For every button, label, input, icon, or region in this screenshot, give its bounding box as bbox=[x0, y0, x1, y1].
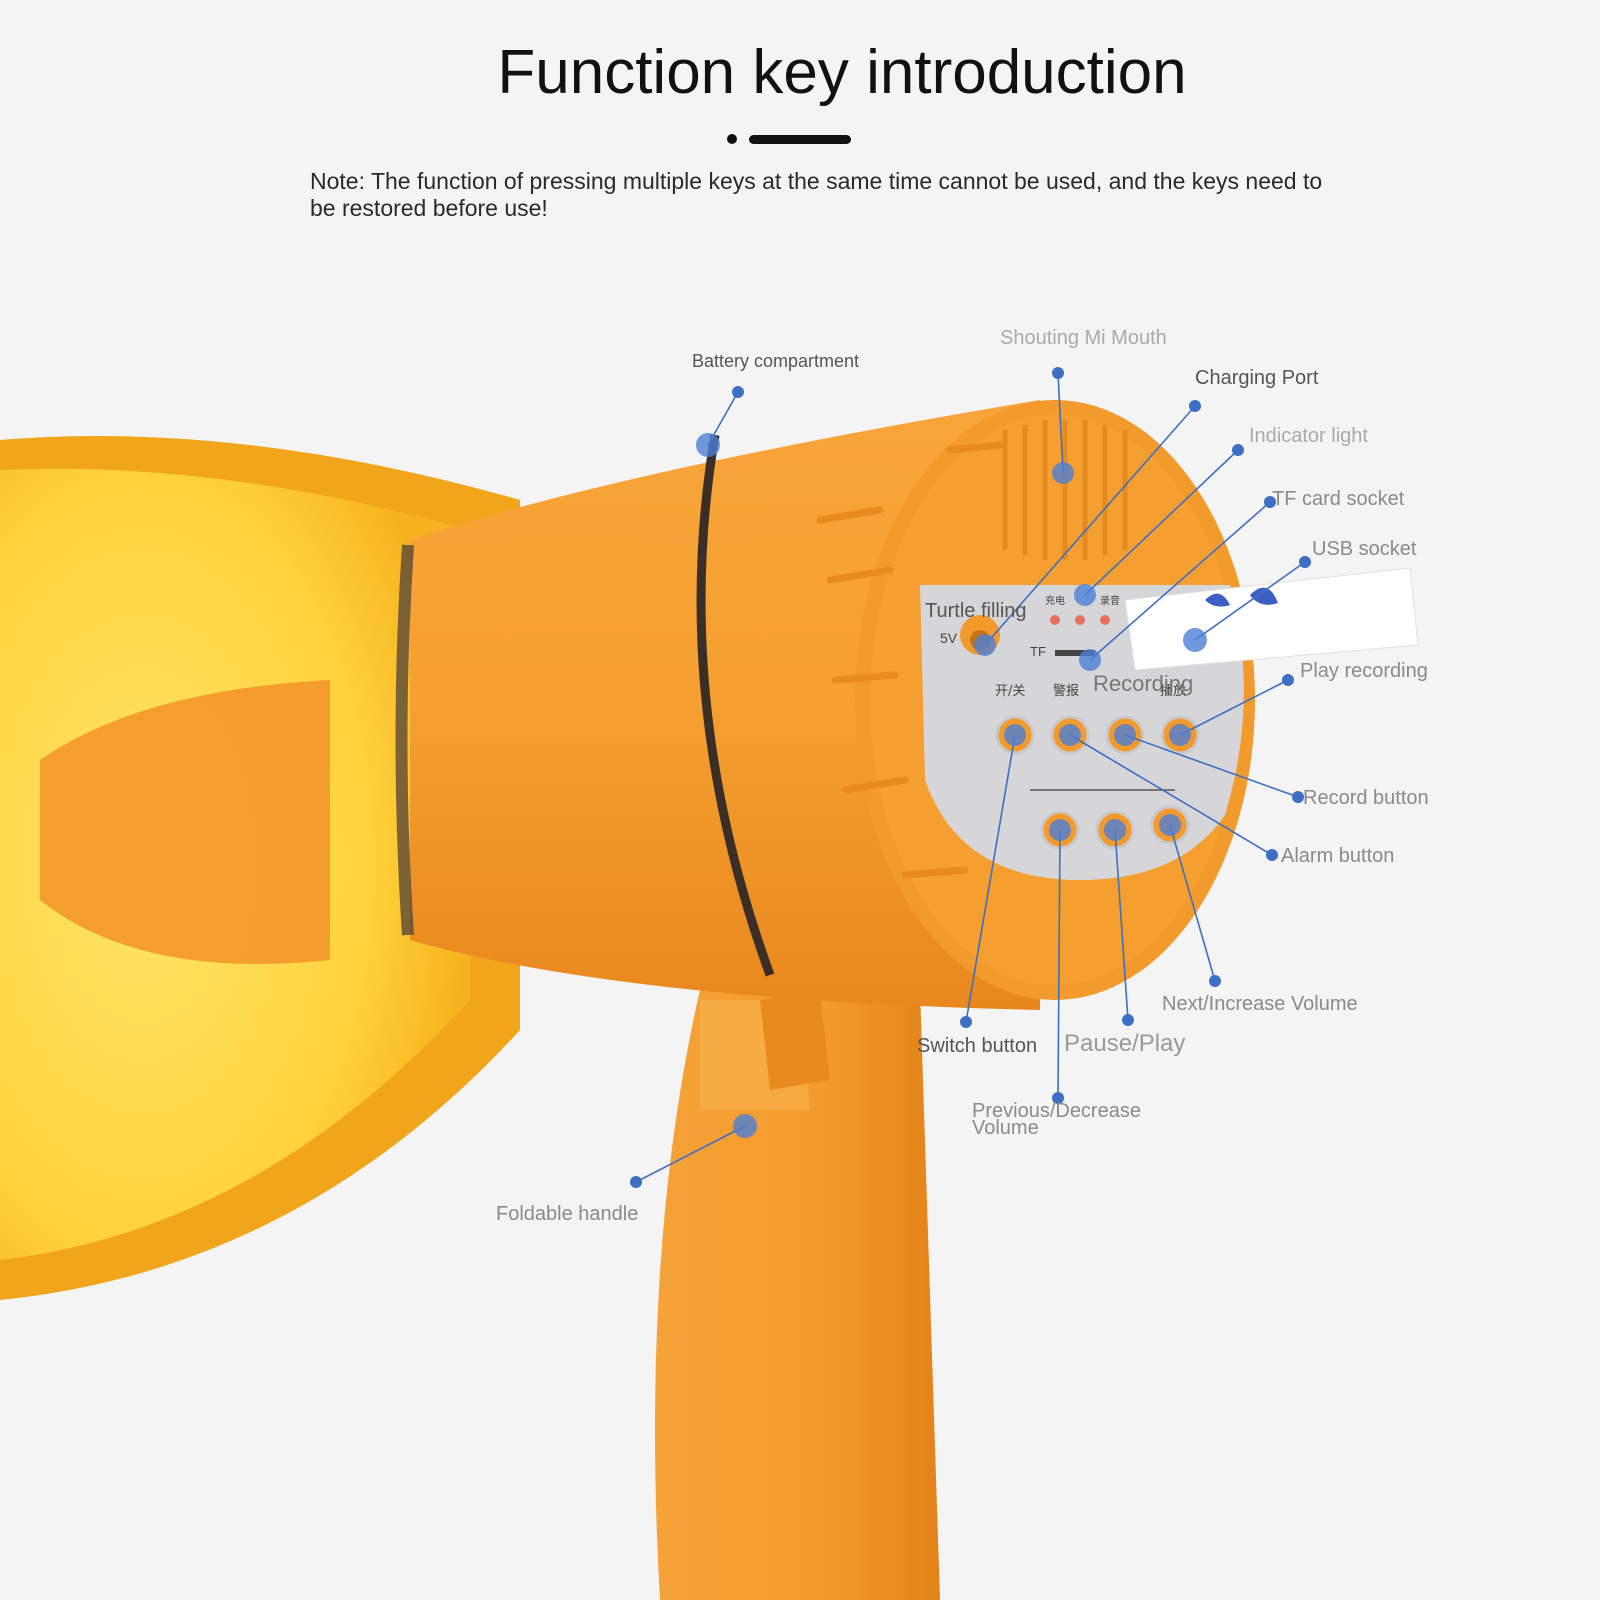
indicator-mark-1: 充电 bbox=[1045, 594, 1065, 607]
label-play-recording: Play recording bbox=[1300, 660, 1428, 682]
record-button-marker-dot bbox=[1292, 791, 1304, 803]
page-title: Function key introduction bbox=[497, 37, 1187, 107]
label-turtle-filling: Turtle filling bbox=[925, 600, 1027, 622]
tf-slot-mark: TF bbox=[1030, 644, 1046, 659]
body-ribs bbox=[816, 441, 1004, 879]
pause-target bbox=[1104, 819, 1126, 841]
callout-leaders bbox=[635, 372, 1306, 1183]
charging-marker-dot bbox=[1189, 400, 1201, 412]
play-recording-marker-dot bbox=[1282, 674, 1294, 686]
handle-marker-dot bbox=[630, 1176, 642, 1188]
tf-marker-dot bbox=[1264, 496, 1276, 508]
tf-target bbox=[1079, 649, 1101, 671]
label-record-button: Record button bbox=[1303, 787, 1429, 809]
prev-target bbox=[1049, 819, 1071, 841]
alarm-button-marker-dot bbox=[1266, 849, 1278, 861]
label-shouting-mouth: Shouting Mi Mouth bbox=[1000, 327, 1167, 349]
alarm-button-target bbox=[1059, 724, 1081, 746]
title-divider bbox=[727, 134, 855, 144]
record-button-target bbox=[1114, 724, 1136, 746]
label-next-increase-volume: Next/Increase Volume bbox=[1162, 993, 1358, 1015]
label-usb-socket: USB socket bbox=[1312, 538, 1417, 560]
divider-bar bbox=[749, 135, 851, 144]
indicator-target bbox=[1074, 584, 1096, 606]
play-recording-target bbox=[1169, 724, 1191, 746]
speaker-grille bbox=[1002, 420, 1128, 560]
port-5v-mark: 5V bbox=[940, 630, 958, 646]
label-charging-port: Charging Port bbox=[1195, 367, 1319, 389]
callout-markers bbox=[630, 367, 1311, 1188]
label-pause-play: Pause/Play bbox=[1064, 1030, 1186, 1057]
indicator-led-2 bbox=[1075, 615, 1085, 625]
label-recording: Recording bbox=[1093, 671, 1194, 696]
label-switch-button: Switch button bbox=[917, 1035, 1038, 1057]
label-indicator-light: Indicator light bbox=[1249, 425, 1368, 447]
usage-note: Note: The function of pressing multiple … bbox=[310, 168, 1323, 221]
indicator-marker-dot bbox=[1232, 444, 1244, 456]
pause-marker-dot bbox=[1122, 1014, 1134, 1026]
play-mark: 播放 bbox=[1160, 684, 1186, 699]
usb-logo-mark-2 bbox=[1250, 587, 1278, 605]
next-marker-dot bbox=[1209, 975, 1221, 987]
battery-marker-dot bbox=[732, 386, 744, 398]
switch-marker-dot bbox=[960, 1016, 972, 1028]
usb-logo-mark-1 bbox=[1205, 593, 1230, 607]
label-previous-decrease-volume: Previous/Decrease Volume bbox=[972, 1100, 1141, 1139]
usb-target bbox=[1183, 628, 1207, 652]
label-foldable-handle: Foldable handle bbox=[496, 1203, 639, 1225]
usb-marker-dot bbox=[1299, 556, 1311, 568]
mouth-marker-dot bbox=[1052, 367, 1064, 379]
label-tf-card-socket: TF card socket bbox=[1272, 488, 1405, 510]
battery-target bbox=[696, 433, 720, 457]
indicator-led-1 bbox=[1050, 615, 1060, 625]
charging-target bbox=[974, 634, 996, 656]
horn-bell bbox=[0, 436, 520, 1300]
inner-tube bbox=[40, 680, 330, 964]
prev-marker-dot bbox=[1052, 1092, 1064, 1104]
handle-target bbox=[733, 1114, 757, 1138]
power-mark: 开/关 bbox=[995, 684, 1025, 699]
alarm-mark: 警报 bbox=[1053, 683, 1079, 699]
indicator-mark-2: 录音 bbox=[1100, 594, 1120, 607]
indicator-led-3 bbox=[1100, 615, 1110, 625]
foldable-handle bbox=[655, 990, 940, 1600]
switch-target bbox=[1004, 724, 1026, 746]
label-alarm-button: Alarm button bbox=[1281, 845, 1395, 867]
next-target bbox=[1159, 814, 1181, 836]
tf-card-slot bbox=[1055, 650, 1095, 656]
divider-dot bbox=[727, 134, 737, 144]
mouth-target bbox=[1052, 462, 1074, 484]
label-battery-compartment: Battery compartment bbox=[692, 351, 860, 371]
